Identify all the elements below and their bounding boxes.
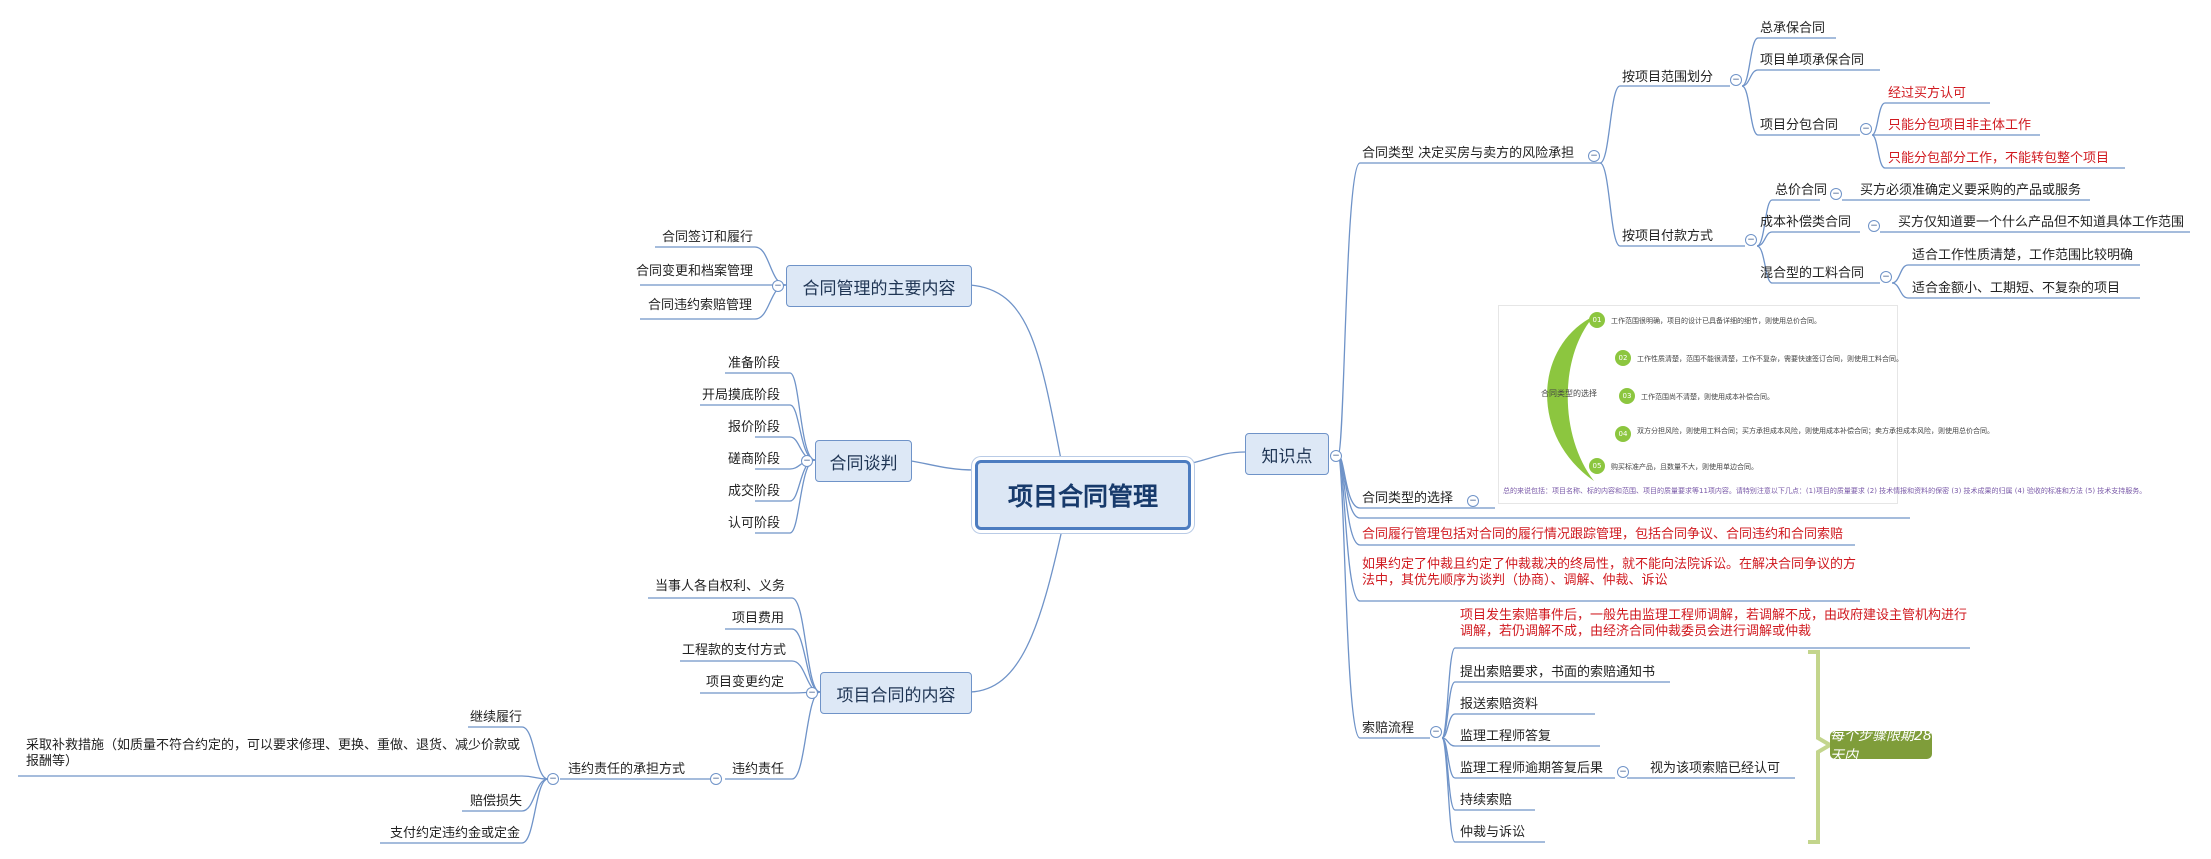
image-step-1: 01: [1589, 312, 1605, 328]
stage-quotation[interactable]: 报价阶段: [728, 420, 781, 435]
claim-overdue-consequence[interactable]: 视为该项索赔已经认可: [1650, 761, 1781, 776]
image-footer: 总的来说包括：项目名称、标的内容和范围、项目的质量要求等11项内容。请特别注意以…: [1503, 487, 2147, 495]
contract-selection-image: 合同类型的选择 01 02 03 04 05 工作范围很明确，项目的设计已具备详…: [1498, 305, 2147, 504]
image-step-5: 05: [1589, 458, 1605, 474]
stage-approval[interactable]: 认可阶段: [728, 516, 781, 531]
collapse-toggle-icon[interactable]: −: [547, 773, 559, 785]
performance-management[interactable]: 合同履行管理包括对合同的履行情况跟踪管理，包括合同争议、合同违约和合同索赔: [1362, 527, 1844, 542]
collapse-toggle-icon[interactable]: −: [1880, 271, 1892, 283]
topic-contract-content[interactable]: 项目合同的内容: [820, 672, 972, 714]
summary-bracket: [1808, 650, 1834, 844]
method-compensation[interactable]: 赔偿损失: [470, 794, 523, 809]
image-step-2: 02: [1615, 350, 1631, 366]
arbitration-note[interactable]: 如果约定了仲裁且约定了仲裁裁决的终局性，就不能向法院诉讼。在解决合同争议的方法中…: [1362, 557, 1857, 588]
time-material-contract[interactable]: 混合型的工料合同: [1760, 266, 1865, 281]
image-step-4: 04: [1615, 426, 1631, 442]
image-row-2: 工作性质清楚，范围不能很清楚，工作不复杂，需要快速签订合同，则使用工料合同。: [1637, 355, 1903, 363]
stage-preparation[interactable]: 准备阶段: [728, 356, 781, 371]
claim-step-supervisor-reply[interactable]: 监理工程师答复: [1460, 729, 1552, 744]
by-scope[interactable]: 按项目范围划分: [1622, 70, 1714, 85]
image-center-title: 合同类型的选择: [1541, 389, 1597, 398]
subcontract-note-buyer-approval[interactable]: 经过买方认可: [1888, 86, 1967, 101]
item-project-cost[interactable]: 项目费用: [732, 611, 785, 626]
claim-step-continuous[interactable]: 持续索赔: [1460, 793, 1513, 808]
collapse-toggle-icon[interactable]: −: [1745, 234, 1757, 246]
summary-28-days[interactable]: 每个步骤限期28天内: [1830, 728, 1932, 764]
image-row-3: 工作范围尚不清楚，则使用成本补偿合同。: [1641, 393, 1774, 401]
time-material-note-small-project[interactable]: 适合金额小、工期短、不复杂的项目: [1912, 281, 2121, 296]
subcontract[interactable]: 项目分包合同: [1760, 118, 1839, 133]
image-row-4: 双方分担风险，则使用工料合同；买方承担成本风险，则使用成本补偿合同；卖方承担成本…: [1637, 427, 1994, 435]
claim-step-notice[interactable]: 提出索赔要求，书面的索赔通知书: [1460, 665, 1656, 680]
breach-methods[interactable]: 违约责任的承担方式: [568, 762, 686, 777]
contract-type-selection[interactable]: 合同类型的选择: [1362, 491, 1454, 506]
collapse-toggle-icon[interactable]: −: [1830, 188, 1842, 200]
claim-step-submit-materials[interactable]: 报送索赔资料: [1460, 697, 1539, 712]
collapse-toggle-icon[interactable]: −: [1617, 766, 1629, 778]
method-liquidated-damages[interactable]: 支付约定违约金或定金: [390, 826, 521, 841]
stage-bargaining[interactable]: 磋商阶段: [728, 452, 781, 467]
subcontract-note-non-main-work[interactable]: 只能分包项目非主体工作: [1888, 118, 2032, 133]
cost-plus-contract[interactable]: 成本补偿类合同: [1760, 215, 1852, 230]
stage-opening[interactable]: 开局摸底阶段: [702, 388, 781, 403]
topic-negotiation[interactable]: 合同谈判: [815, 440, 912, 482]
claims-intro[interactable]: 项目发生索赔事件后，一般先由监理工程师调解，若调解不成，由政府建设主管机构进行调…: [1460, 608, 1968, 639]
fixed-price-contract[interactable]: 总价合同: [1775, 183, 1828, 198]
collapse-toggle-icon[interactable]: −: [1730, 74, 1742, 86]
image-step-3: 03: [1619, 388, 1635, 404]
claim-step-arbitration[interactable]: 仲裁与诉讼: [1460, 825, 1526, 840]
subtopic-contract-change[interactable]: 合同变更和档案管理: [636, 264, 754, 279]
topic-contract-types[interactable]: 合同类型 决定买房与卖方的风险承担: [1362, 146, 1575, 161]
claims-process[interactable]: 索赔流程: [1362, 721, 1415, 736]
subcontract-note-partial-only[interactable]: 只能分包部分工作，不能转包整个项目: [1888, 151, 2110, 166]
root-topic[interactable]: 项目合同管理: [975, 460, 1191, 530]
image-row-1: 工作范围很明确，项目的设计已具备详细的细节，则使用总价合同。: [1611, 317, 1821, 325]
method-continue-performance[interactable]: 继续履行: [470, 710, 523, 725]
hub-knowledge-points[interactable]: 知识点: [1245, 433, 1329, 475]
method-remedial-measures[interactable]: 采取补救措施（如质量不符合约定的，可以要求修理、更换、重做、退货、减少价款或报酬…: [26, 738, 521, 769]
subtopic-contract-signing[interactable]: 合同签订和履行: [662, 230, 754, 245]
collapse-toggle-icon[interactable]: −: [1588, 150, 1600, 162]
collapse-toggle-icon[interactable]: −: [1860, 123, 1872, 135]
image-row-5: 购买标准产品，且数量不大，则使用单边合同。: [1611, 463, 1758, 471]
cost-plus-note[interactable]: 买方仅知道要一个什么产品但不知道具体工作范围: [1898, 215, 2185, 230]
stage-closing[interactable]: 成交阶段: [728, 484, 781, 499]
fixed-price-note[interactable]: 买方必须准确定义要采购的产品或服务: [1860, 183, 2082, 198]
item-change-agreement[interactable]: 项目变更约定: [706, 675, 785, 690]
topic-main-content[interactable]: 合同管理的主要内容: [786, 265, 972, 307]
collapse-toggle-icon[interactable]: −: [801, 455, 813, 467]
time-material-note-clear-scope[interactable]: 适合工作性质清楚，工作范围比较明确: [1912, 248, 2134, 263]
collapse-toggle-icon[interactable]: −: [1868, 220, 1880, 232]
item-payment-method[interactable]: 工程款的支付方式: [682, 643, 787, 658]
item-breach-liability[interactable]: 违约责任: [732, 762, 785, 777]
item-rights-obligations[interactable]: 当事人各自权利、义务: [655, 579, 786, 594]
general-contract[interactable]: 总承保合同: [1760, 21, 1826, 36]
subtopic-contract-breach[interactable]: 合同违约索赔管理: [648, 298, 753, 313]
collapse-toggle-icon[interactable]: −: [1430, 726, 1442, 738]
by-payment[interactable]: 按项目付款方式: [1622, 229, 1714, 244]
single-item-contract[interactable]: 项目单项承保合同: [1760, 53, 1865, 68]
collapse-toggle-icon[interactable]: −: [772, 280, 784, 292]
claim-step-overdue-reply[interactable]: 监理工程师逾期答复后果: [1460, 761, 1604, 776]
collapse-toggle-icon[interactable]: −: [806, 687, 818, 699]
collapse-toggle-icon[interactable]: −: [710, 773, 722, 785]
collapse-toggle-icon[interactable]: −: [1467, 495, 1479, 507]
collapse-toggle-icon[interactable]: −: [1330, 450, 1342, 462]
